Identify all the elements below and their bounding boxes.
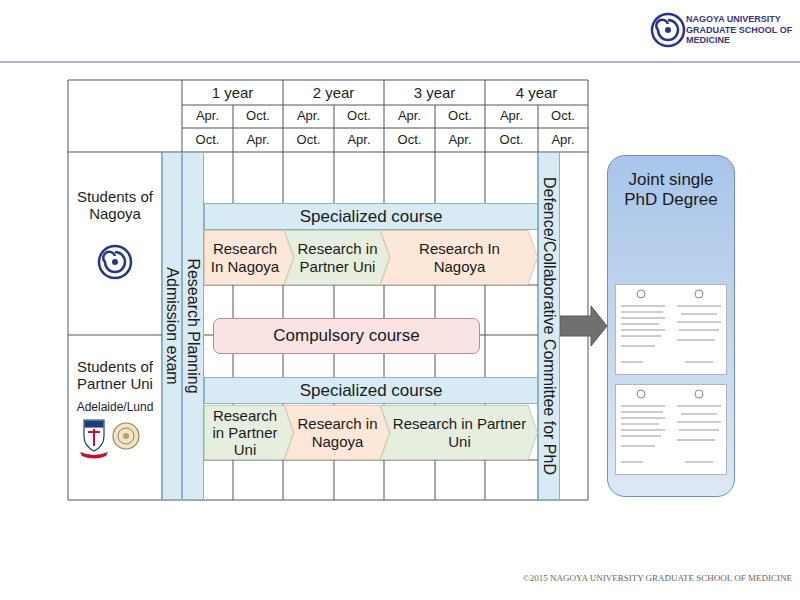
seal-outer: [113, 423, 139, 449]
year-header: 3 year: [384, 80, 485, 105]
text-area: Research in Partner Uni: [296, 232, 379, 283]
logo-dot: [665, 27, 671, 33]
logo-ring: [652, 14, 684, 46]
month-cell: Oct.: [334, 105, 384, 128]
year-header: 1 year: [182, 80, 283, 105]
year-header: 2 year: [283, 80, 384, 105]
node-text: Research in Partner Uni: [392, 415, 527, 450]
month-cell: Oct.: [182, 128, 233, 152]
month-cell: Oct.: [233, 105, 283, 128]
node-text: Research in Nagoya: [296, 415, 379, 450]
logo-ring: [99, 246, 131, 278]
row-header: Students of Partner Uni: [68, 350, 162, 400]
arrow-outline: [285, 231, 390, 285]
university-logo: [652, 14, 684, 46]
month-cell: Apr.: [435, 128, 485, 152]
university-logo: [99, 246, 131, 278]
month-cell: Oct.: [485, 128, 538, 152]
month-cell: Oct.: [435, 105, 485, 128]
copyright-note: ©2015 NAGOYA UNIVERSITY GRADUATE SCHOOL …: [440, 570, 792, 586]
month-cell: Apr.: [538, 128, 588, 152]
text-area: Research In Nagoya: [207, 232, 283, 283]
text-area: Research in Partner Uni: [207, 407, 283, 458]
node-text: Research Planning: [184, 258, 202, 393]
research-arrow: Research in Partner Uni: [204, 405, 294, 460]
certificate-lines: [621, 306, 721, 462]
month-cell: Apr.: [384, 105, 435, 128]
node-text: Defence/Collaborative Committee for PhD: [540, 177, 558, 475]
month-cell: Oct.: [538, 105, 588, 128]
arrow-outline: [205, 231, 294, 285]
arrow-outline: [205, 406, 294, 460]
crest-cross: [88, 429, 100, 446]
month-cell: Apr.: [485, 105, 538, 128]
text-area: Specialized course: [209, 204, 533, 229]
research-arrow: Research In Nagoya: [380, 230, 538, 285]
header-wordmark: NAGOYA UNIVERSITY GRADUATE SCHOOL OF MED…: [686, 12, 794, 48]
vertical-text: Research Planning: [184, 258, 202, 393]
seal-inner: [118, 428, 134, 444]
vertical-text: Admission exam: [163, 267, 181, 384]
course-band: Specialized course: [204, 203, 538, 230]
logo-swirl: [103, 252, 125, 272]
month-cell: Oct.: [384, 128, 435, 152]
research-arrow: Research in Nagoya: [284, 405, 390, 460]
text-area: Research In Nagoya: [392, 232, 527, 283]
header-rule: [0, 61, 800, 63]
certificate-seal: [637, 390, 645, 398]
node-text: Research In Nagoya: [392, 240, 527, 275]
arrow-outline: [381, 406, 538, 460]
certificate-seal: [695, 290, 703, 298]
block-arrow: [560, 306, 607, 346]
research-arrow: Research in Partner Uni: [380, 405, 538, 460]
research-arrow: Research In Nagoya: [204, 230, 294, 285]
crest-chief: [85, 421, 104, 428]
vertical-text: Defence/Collaborative Committee for PhD: [540, 177, 558, 475]
node-text: Compulsory course: [220, 326, 473, 346]
node-text: Specialized course: [209, 207, 533, 227]
committee-band: Defence/Collaborative Committee for PhD: [538, 152, 560, 500]
course-box: Compulsory course: [213, 318, 480, 354]
node-text: Specialized course: [209, 381, 533, 401]
degree-box: Joint single PhD Degree: [607, 155, 735, 497]
year-header: 4 year: [485, 80, 588, 105]
crest-shield: [84, 420, 104, 451]
certificate-seal: [637, 290, 645, 298]
course-band: Specialized course: [204, 377, 538, 404]
logo-swirl: [656, 20, 678, 40]
grid-lines: [68, 80, 588, 500]
certificate-seal: [695, 390, 703, 398]
partner-names: Adelaide/Lund: [68, 399, 162, 417]
seal-centre: [123, 433, 129, 439]
month-cell: Apr.: [233, 128, 283, 152]
month-cell: Apr.: [182, 105, 233, 128]
certificate-illustration: [615, 284, 727, 476]
arrow-outline: [285, 406, 390, 460]
row-header: Students of Nagoya: [68, 180, 162, 230]
node-text: Research In Nagoya: [207, 240, 283, 275]
node-text: Research in Partner Uni: [207, 407, 283, 459]
logo-dot: [112, 259, 118, 265]
arrow-outline: [381, 231, 538, 285]
crest-ribbon: [80, 452, 108, 459]
admission-band: Admission exam: [162, 152, 182, 500]
adelaide-crest: [80, 420, 108, 459]
node-text: Joint single PhD Degree: [612, 170, 730, 209]
research-arrow: Research in Partner Uni: [284, 230, 390, 285]
planning-band: Research Planning: [182, 152, 204, 500]
node-text: Research in Partner Uni: [296, 240, 379, 275]
text-area: Compulsory course: [220, 319, 473, 353]
lund-seal: [113, 423, 139, 449]
text-area: Research in Nagoya: [296, 407, 379, 458]
text-area: Joint single PhD Degree: [612, 170, 730, 270]
month-cell: Apr.: [334, 128, 384, 152]
month-cell: Oct.: [283, 128, 334, 152]
month-cell: Apr.: [283, 105, 334, 128]
text-area: Specialized course: [209, 378, 533, 403]
node-text: Admission exam: [163, 267, 181, 384]
text-area: Research in Partner Uni: [392, 407, 527, 458]
